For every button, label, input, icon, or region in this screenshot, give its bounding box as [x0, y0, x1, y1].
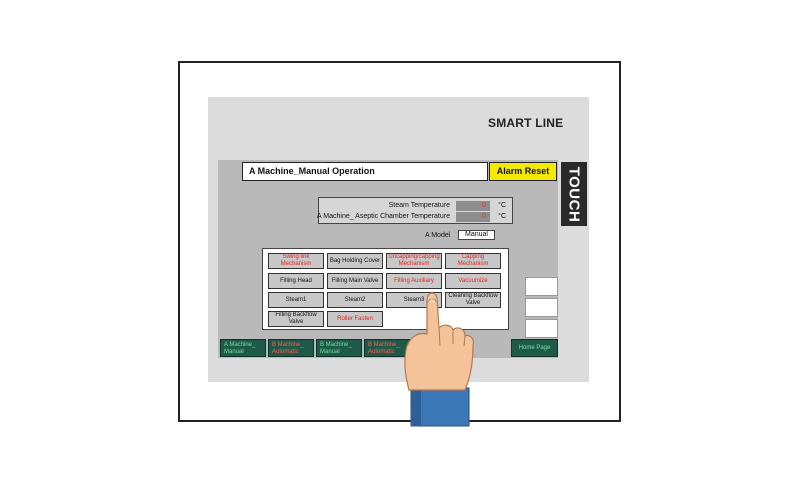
temp-label: A Machine_ Aseptic Chamber Temperature: [317, 213, 450, 220]
bag-holding-cover-button[interactable]: Bag Holding Cover: [327, 253, 383, 269]
side-indicator: [525, 277, 558, 296]
temp-row-aseptic: A Machine_ Aseptic Chamber Temperature 0…: [317, 212, 512, 223]
filling-auxiliary-button[interactable]: Filling Auxiliary: [386, 273, 442, 289]
filling-backflow-button[interactable]: Filling Backflow Valve: [268, 311, 324, 327]
roller-fasten-button[interactable]: Roller Fasten: [327, 311, 383, 327]
vacuumize-button[interactable]: Vacuumize: [445, 273, 501, 289]
steam1-button[interactable]: Steam1: [268, 292, 324, 308]
nav-b-manual[interactable]: B Machine_ Manual: [316, 339, 362, 357]
uncapping-capping-button[interactable]: Uncapping/capping Mechanism: [386, 253, 442, 269]
side-indicator: [525, 298, 558, 317]
cleaning-backflow-button[interactable]: Cleaning Backflow Valve: [445, 292, 501, 308]
temp-label: Steam Temperature: [388, 202, 450, 209]
nav-a-manual[interactable]: A Machine_ Manual: [220, 339, 266, 357]
touch-label: TOUCH: [565, 166, 583, 222]
steam2-button[interactable]: Steam2: [327, 292, 383, 308]
page-title: A Machine_Manual Operation: [242, 162, 488, 181]
touch-badge: TOUCH: [561, 162, 587, 226]
filling-main-valve-button[interactable]: Filling Main Valve: [327, 273, 383, 289]
pointing-hand-icon: [404, 292, 474, 427]
model-label: A Model: [425, 232, 451, 239]
temp-unit: °C: [498, 213, 506, 220]
home-page-button[interactable]: Home Page: [511, 339, 558, 357]
temperature-panel: Steam Temperature 0 °C A Machine_ Asepti…: [317, 197, 513, 224]
nav-b-automatic[interactable]: B Machine_ Automatic: [268, 339, 314, 357]
temp-value: 0: [456, 212, 490, 222]
model-value: Manual: [458, 230, 495, 240]
alarm-reset-button[interactable]: Alarm Reset: [489, 162, 557, 181]
brand-label: SMART LINE: [488, 116, 564, 130]
side-indicator: [525, 319, 558, 338]
filling-head-button[interactable]: Filling Head: [268, 273, 324, 289]
swing-link-button[interactable]: Swing link Mechanism: [268, 253, 324, 269]
temp-unit: °C: [498, 202, 506, 209]
temp-row-steam: Steam Temperature 0 °C: [319, 201, 512, 212]
capping-mechanism-button[interactable]: Capping Mechanism: [445, 253, 501, 269]
temp-value: 0: [456, 201, 490, 211]
